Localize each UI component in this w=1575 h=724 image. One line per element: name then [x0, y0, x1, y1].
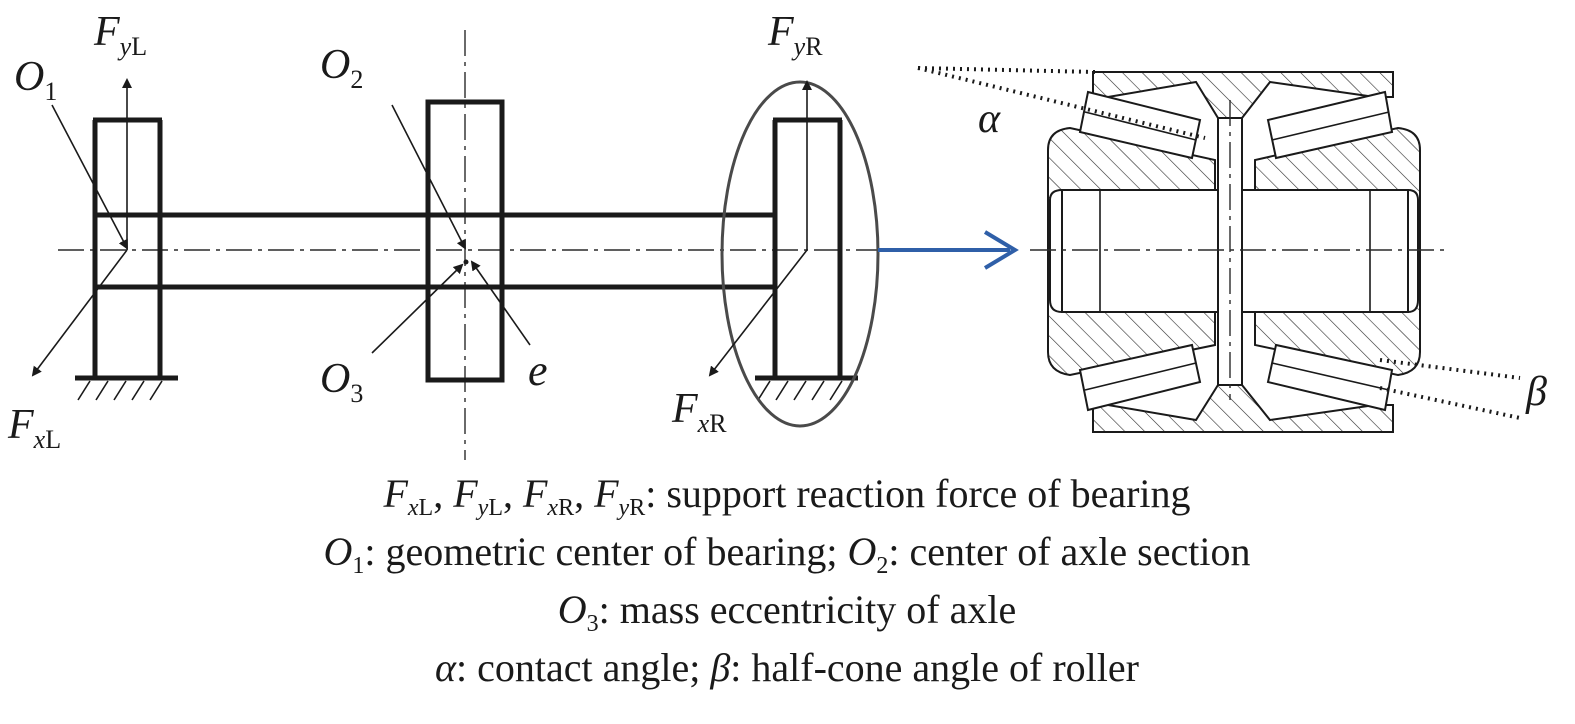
label-o3: O3	[320, 356, 363, 408]
label-fxl: FxL	[7, 402, 61, 454]
pointer-o3	[371, 263, 464, 354]
right-ground-hatch	[757, 380, 843, 401]
label-o1: O1	[14, 54, 57, 106]
label-fyl: FyL	[93, 9, 147, 61]
eccentric-mass-point	[463, 259, 469, 265]
axle-shaft	[95, 212, 775, 290]
pointer-e	[470, 260, 531, 346]
force-arrow-fxl	[31, 249, 128, 377]
beta-line-horizontal	[1379, 358, 1521, 380]
label-fxr: FxR	[671, 386, 727, 438]
roller-top-left	[1078, 90, 1202, 160]
label-o2: O2	[320, 42, 363, 94]
roller-top-right	[1266, 90, 1394, 160]
caption-line-1: FxL, FyL, FxR, FyR: support reaction for…	[382, 471, 1190, 521]
left-ground-hatch	[77, 380, 163, 401]
label-e: e	[528, 346, 548, 395]
roller-bottom-left	[1078, 343, 1202, 412]
pointer-o2	[391, 104, 466, 250]
bearing-cross-section: α β	[917, 66, 1547, 433]
right-bearing-highlight-ellipse	[720, 80, 880, 428]
label-fyr: FyR	[767, 9, 823, 61]
middle-disk	[425, 99, 505, 383]
roller-bottom-right	[1266, 343, 1394, 412]
label-alpha: α	[978, 96, 1001, 142]
label-beta: β	[1525, 369, 1547, 415]
caption-line-3: O3: mass eccentricity of axle	[558, 587, 1017, 637]
left-bearing	[75, 117, 178, 401]
pointer-o1	[51, 104, 128, 250]
force-arrow-fxr	[708, 249, 808, 377]
caption-line-4: α: contact angle; β: half-cone angle of …	[435, 645, 1139, 690]
alpha-line-inclined	[917, 66, 1206, 140]
beta-line-inclined	[1379, 386, 1521, 420]
alpha-line-horizontal	[917, 66, 1096, 74]
caption-line-2: O1: geometric center of bearing; O2: cen…	[324, 529, 1251, 579]
caption: FxL, FyL, FxR, FyR: support reaction for…	[324, 471, 1251, 690]
shaft-assembly: O1 FyL FxL O2 O3 e FyR FxR	[7, 9, 900, 460]
magnify-arrow	[878, 230, 1019, 270]
